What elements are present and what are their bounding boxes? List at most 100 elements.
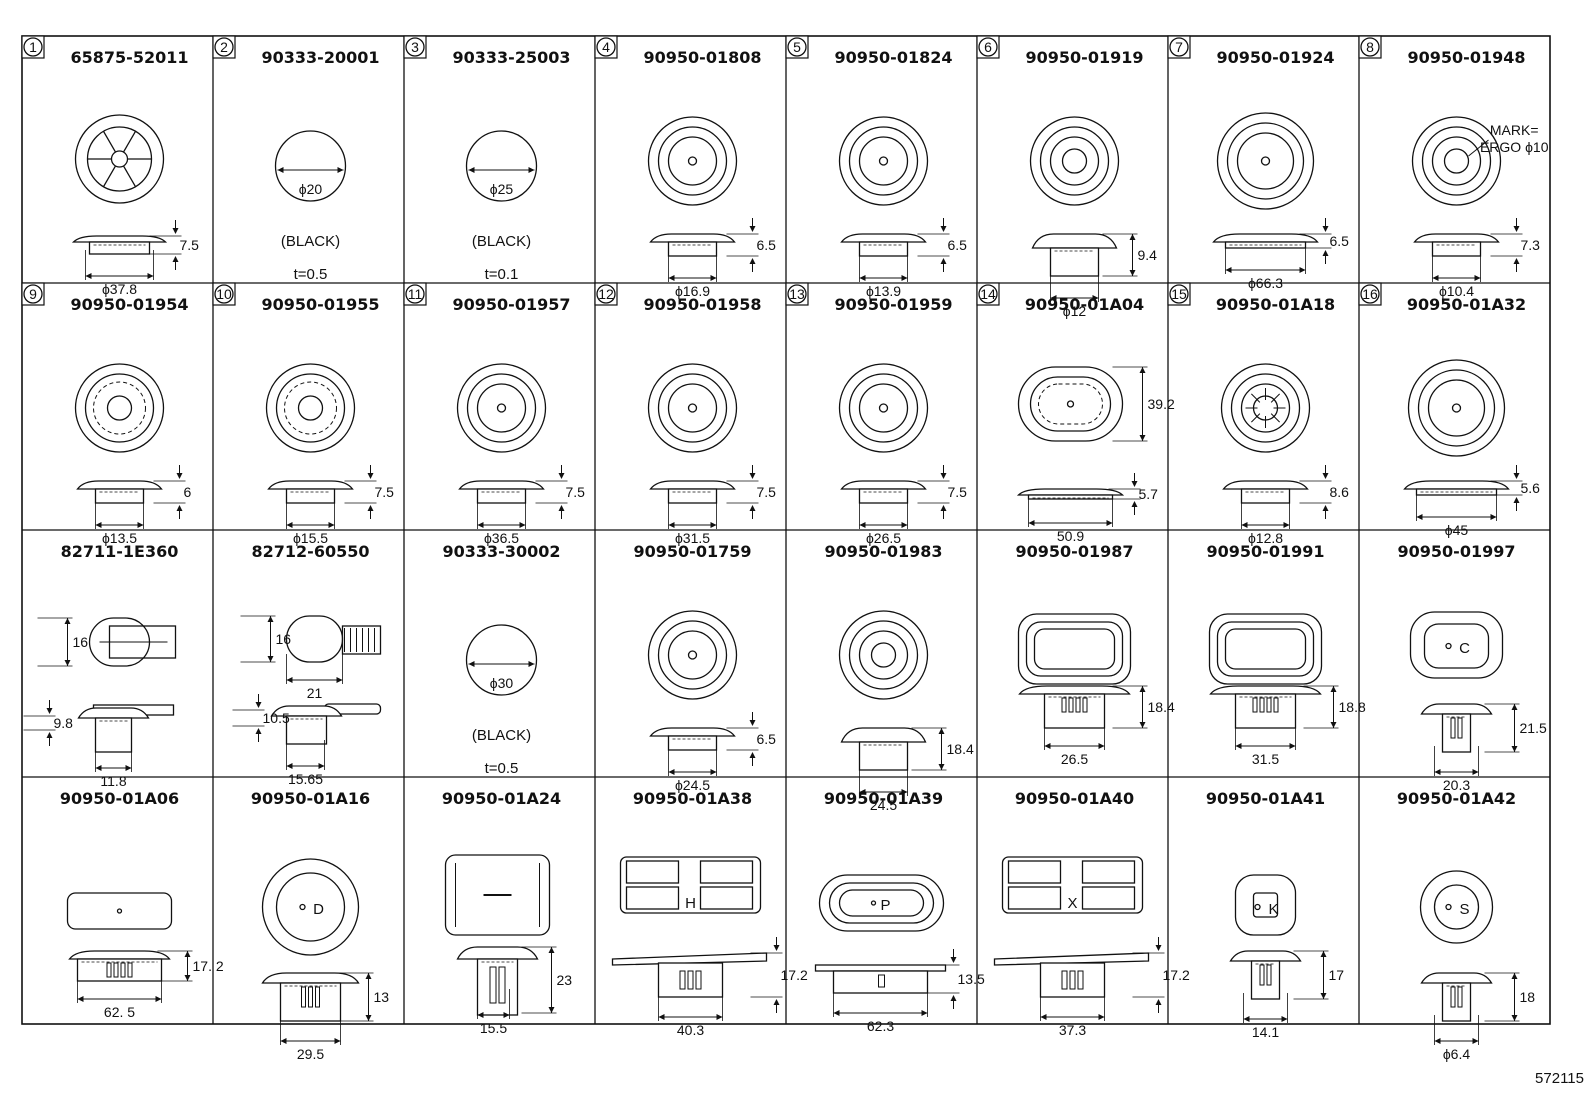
plug-top-hidden (1038, 383, 1103, 425)
clip-slot (1457, 986, 1463, 1008)
dimension-width: ϕ10.4 (1439, 283, 1474, 299)
callout-circle (978, 37, 998, 57)
plug-top-outer (1017, 613, 1132, 685)
plug-center-hole (1252, 395, 1279, 421)
dimension-arrowhead (749, 752, 756, 758)
plug-flange (77, 707, 150, 719)
dimension-height: 39.2 (1148, 396, 1175, 412)
dimension-width: ϕ45 (1445, 522, 1469, 538)
plug-top-outer (1234, 874, 1297, 936)
plug-panel-cell (1007, 860, 1062, 884)
dimension-arrowhead (668, 522, 675, 528)
dimension-arrowhead (172, 256, 179, 262)
clip-slot (1068, 697, 1074, 713)
dimension-arrowhead (318, 763, 325, 769)
plug-flange (840, 727, 927, 743)
dimension-arrowhead (938, 764, 945, 770)
dimension-arrowhead (901, 275, 908, 281)
dimension-arrowhead (1416, 514, 1423, 520)
plug-flange (649, 727, 736, 737)
dimension-height: 6.5 (1330, 233, 1350, 249)
clip-slot (1252, 697, 1258, 713)
dimension-width: 11.8 (100, 773, 126, 789)
plug-top-ring (1252, 892, 1279, 918)
dimension-arrowhead (367, 505, 374, 511)
dimension-arrowhead (548, 947, 555, 953)
dimension-arrowhead (1511, 704, 1518, 710)
dimension-arrowhead (1155, 945, 1162, 951)
plug-center-hole (297, 395, 324, 421)
callout-circle (23, 37, 43, 57)
dimension-arrowhead (749, 258, 756, 264)
plug-top-outer (1017, 366, 1124, 442)
callout-circle (978, 284, 998, 304)
plug-top-outer (456, 363, 547, 453)
plug-top-ring (466, 373, 537, 443)
tape-disc (465, 130, 538, 202)
clip-slot (315, 986, 320, 1008)
dimension-arrowhead (1129, 270, 1136, 276)
clip-slot (1075, 697, 1081, 713)
callout-number: 1 (29, 39, 37, 55)
callout-circle (1169, 284, 1189, 304)
plug-body (94, 488, 145, 504)
clip-slot (1061, 697, 1067, 713)
dimension-width: 24.5 (870, 797, 897, 813)
dimension-arrowhead (940, 505, 947, 511)
callout-circle (405, 284, 425, 304)
dimension-arrowhead (1098, 1014, 1105, 1020)
plug-flange (1031, 233, 1118, 249)
plug-flange (1222, 480, 1309, 490)
dimension-arrowhead (468, 661, 475, 667)
dimension-arrowhead (1511, 1015, 1518, 1021)
callout-box (212, 35, 236, 59)
dimension-arrowhead (1139, 367, 1146, 373)
callout-number: 13 (789, 286, 805, 302)
callout-box (785, 35, 809, 59)
dimension-height: 13.5 (958, 971, 985, 987)
plug-panel-cell (625, 860, 680, 884)
dimension-arrowhead (286, 763, 293, 769)
plug-top-outer (818, 874, 945, 932)
clip-slot (120, 962, 126, 978)
dimension-arrowhead (940, 473, 947, 479)
plug-top-outer (838, 610, 929, 700)
plug-top-outer (265, 363, 356, 453)
dimension-arrowhead (172, 228, 179, 234)
clip-slot (1266, 697, 1272, 713)
callout-number: 15 (1171, 286, 1187, 302)
dimension-height: 13 (374, 989, 390, 1005)
dimension-arrowhead (365, 1015, 372, 1021)
part-number: 90950-01919 (1026, 48, 1144, 67)
callout-circle (596, 37, 616, 57)
plug-body (1039, 962, 1106, 998)
dimension-arrowhead (46, 732, 53, 738)
dimension-height: 17.2 (781, 967, 808, 983)
dimension-width: ϕ37.8 (102, 281, 137, 297)
dimension-arrowhead (833, 1010, 840, 1016)
plug-center-hole (878, 403, 889, 413)
dimension-arrowhead (1513, 473, 1520, 479)
plug-center-hole (1445, 642, 1452, 650)
plug-flange (1209, 685, 1322, 695)
dimension-width: ϕ26.5 (866, 530, 901, 546)
plug-flange (68, 950, 171, 960)
part-number: 90950-01991 (1207, 542, 1325, 561)
plug-top-ring (848, 126, 919, 196)
dimension-height: 18.4 (1148, 699, 1175, 715)
dimension-arrowhead (1513, 497, 1520, 503)
dimension-arrowhead (367, 473, 374, 479)
plug-body (476, 488, 527, 504)
plug-center-hole (1061, 148, 1088, 174)
dimension-arrowhead (1330, 686, 1337, 692)
grommet-spoke (122, 165, 137, 188)
plug-rib (1251, 413, 1261, 423)
dimension-arrowhead (286, 677, 293, 683)
plug-flange (1212, 233, 1319, 243)
clip-slot (1266, 964, 1272, 986)
callout-circle (1360, 37, 1380, 57)
plug-body (1240, 488, 1291, 504)
plug-top-outer (838, 363, 929, 453)
